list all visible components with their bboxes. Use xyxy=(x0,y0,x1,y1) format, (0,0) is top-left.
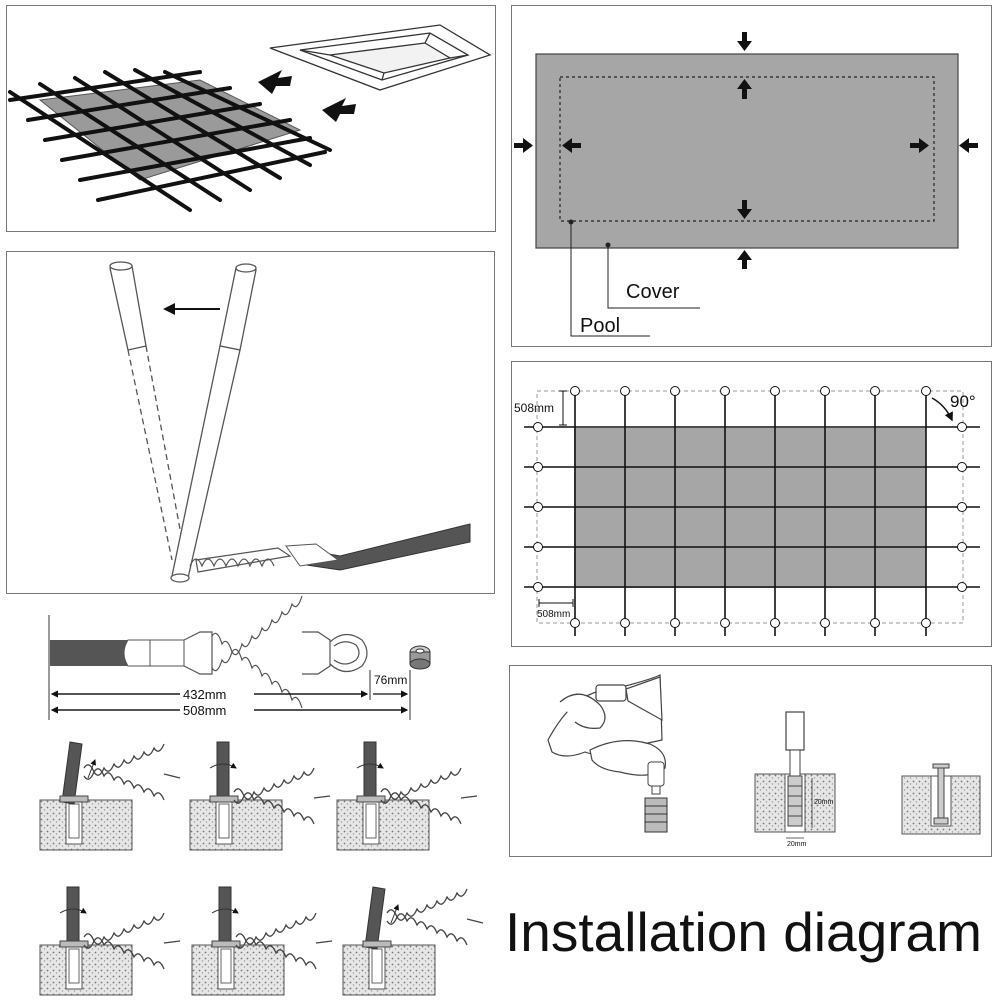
anchor-point xyxy=(770,618,780,628)
panel-install-rod xyxy=(6,251,495,594)
anchor-width-label: 20mm xyxy=(787,841,807,848)
anchor-point xyxy=(957,582,967,592)
spring-dim-a: 432mm xyxy=(183,687,226,702)
anchor-edge-label: 508mm xyxy=(537,609,570,620)
anchor-point xyxy=(670,386,680,396)
anchor-depth-label: 20mm xyxy=(814,799,834,806)
anchor-point xyxy=(533,582,543,592)
attachment-step xyxy=(39,741,181,851)
strap-grid-illustration xyxy=(8,24,492,212)
anchor-point xyxy=(820,618,830,628)
anchor-point xyxy=(670,618,680,628)
attachment-step xyxy=(336,741,478,851)
anchor-point xyxy=(957,502,967,512)
spring-dim-b: 508mm xyxy=(183,703,226,718)
attachment-step xyxy=(342,886,484,996)
anchor-grid-illustration: 508mm 508mm 90° xyxy=(514,386,980,636)
anchor-point xyxy=(957,422,967,432)
attachment-steps xyxy=(39,741,484,996)
anchor-point xyxy=(870,386,880,396)
spring-dim-c: 76mm xyxy=(374,673,407,687)
anchor-point xyxy=(957,542,967,552)
installation-title: Installation diagram xyxy=(505,901,982,963)
install-rod-illustration xyxy=(109,261,471,583)
spring-dimension-illustration: 432mm 508mm 76mm xyxy=(48,595,431,720)
anchor-point xyxy=(957,462,967,472)
cover-label: Cover xyxy=(626,281,680,303)
anchor-point xyxy=(820,386,830,396)
anchor-point xyxy=(533,542,543,552)
attachment-step xyxy=(189,741,331,851)
anchor-point xyxy=(570,386,580,396)
anchor-spacing-label: 508mm xyxy=(514,401,554,415)
anchor-point xyxy=(620,618,630,628)
anchor-point xyxy=(870,618,880,628)
angle-label: 90° xyxy=(950,392,976,411)
anchor-point xyxy=(921,386,931,396)
anchor-install-illustration: 20mm 20mm xyxy=(547,674,981,848)
anchor-point xyxy=(770,386,780,396)
attachment-step xyxy=(191,886,333,996)
anchor-point xyxy=(533,422,543,432)
anchor-point xyxy=(921,618,931,628)
attachment-step xyxy=(39,886,181,996)
anchor-point xyxy=(533,502,543,512)
cover-layout-illustration: Cover Pool xyxy=(514,32,978,337)
pool-label: Pool xyxy=(580,315,620,337)
anchor-point xyxy=(620,386,630,396)
anchor-point xyxy=(720,386,730,396)
anchor-point xyxy=(570,618,580,628)
anchor-point xyxy=(533,462,543,472)
tension-arrows xyxy=(514,32,978,269)
anchor-point xyxy=(720,618,730,628)
